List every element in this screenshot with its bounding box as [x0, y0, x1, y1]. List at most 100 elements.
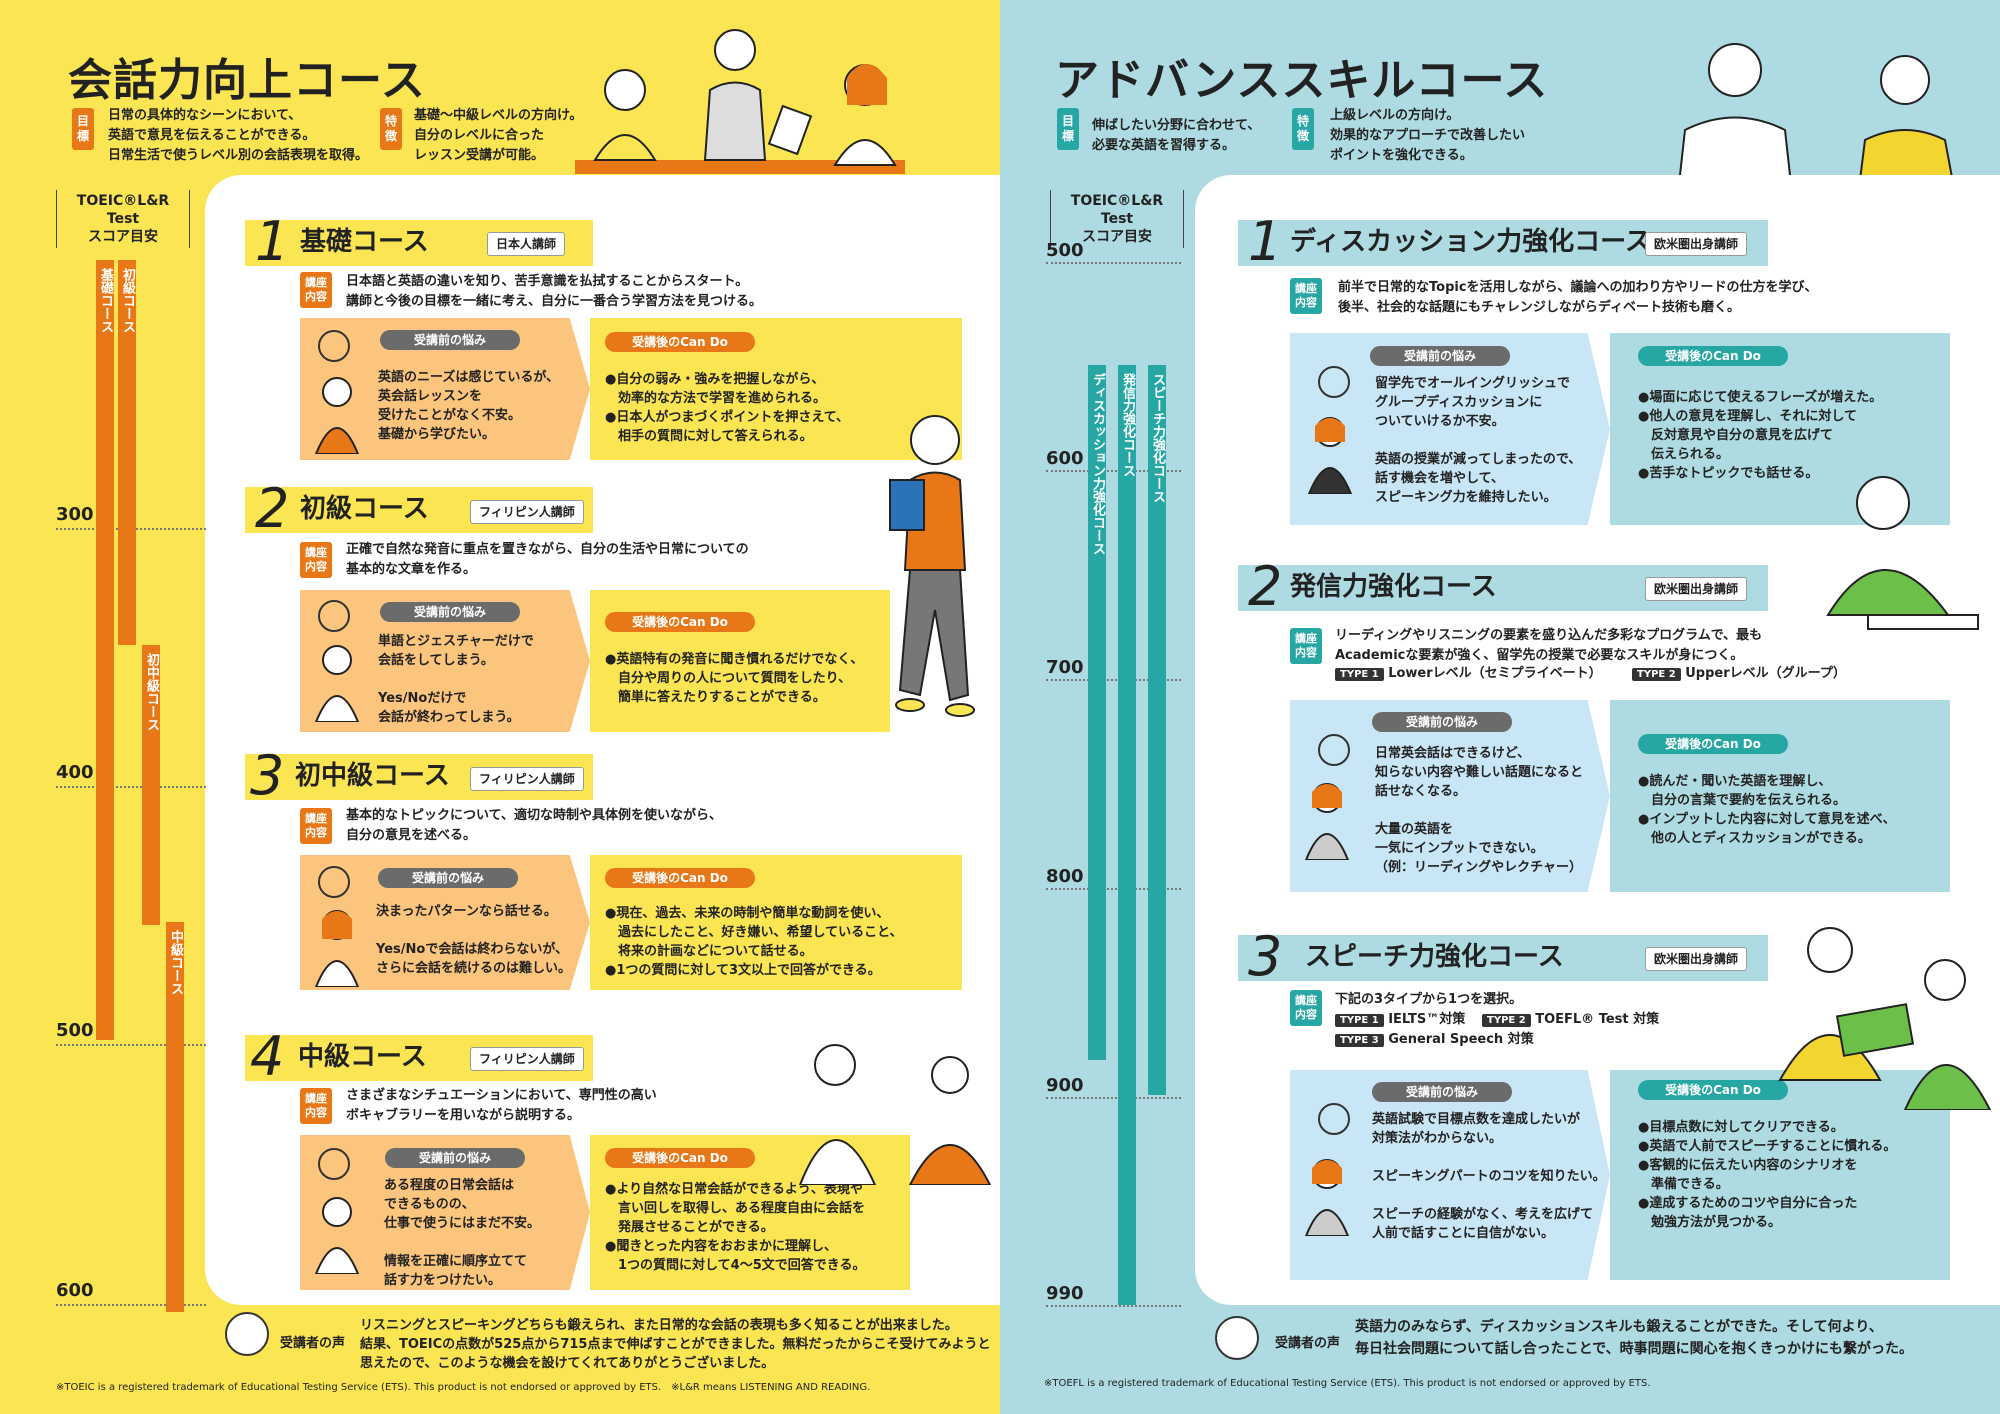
after-label: 受講後のCan Do	[1638, 1080, 1788, 1100]
course-description: 前半で日常的なTopicを活用しながら、議論への加わり方やリードの仕方を学び、後…	[1338, 280, 1818, 315]
level-bar-speech: スピーチ力強化コース	[1148, 365, 1166, 1095]
right-score-500: 500	[1046, 240, 1084, 261]
after-text: ●自分の弱み・強みを把握しながら、 効率的な方法で学習を進められる。●日本人がつ…	[605, 372, 850, 444]
voice-text: 英語力のみならず、ディスカッションスキルも鍛えることができた。そして何より、毎日…	[1355, 1319, 1914, 1357]
after-label: 受講後のCan Do	[605, 612, 755, 632]
before-label: 受講前の悩み	[380, 602, 520, 622]
instructor-badge: フィリピン人講師	[470, 767, 584, 791]
instructor-badge: 欧米圏出身講師	[1645, 947, 1748, 971]
voice-text: リスニングとスピーキングどちらも鍛えられ、また日常的な会話の表現も多く知ることが…	[360, 1318, 991, 1371]
voice-avatar	[1215, 1316, 1259, 1360]
score-divider	[1046, 262, 1181, 264]
level-bar-chukyu: 中級コース	[166, 922, 184, 1312]
worry-icon	[318, 600, 350, 632]
level-bar-shokyu: 初級コース	[118, 260, 136, 645]
studying-man-illustration	[1826, 476, 1979, 630]
course-content-tag: 講座内容	[300, 272, 332, 308]
score-divider	[1046, 1097, 1181, 1099]
type-row: TYPE 1 IELTS™対策	[1335, 1010, 1465, 1031]
course-number: 3	[250, 744, 285, 807]
after-label: 受講後のCan Do	[1638, 734, 1788, 754]
course-number: 1	[255, 210, 290, 273]
course-number: 3	[1248, 925, 1283, 988]
instructor-badge: 欧米圏出身講師	[1645, 577, 1748, 601]
course-title: スピーチ力強化コース	[1305, 942, 1564, 972]
instructor-badge: フィリピン人講師	[470, 500, 584, 524]
level-bar-kiso: 基礎コース	[96, 260, 114, 1040]
course-title: 初中級コース	[295, 761, 450, 791]
student-avatar	[310, 905, 364, 988]
course-number: 1	[1248, 210, 1283, 273]
level-bar-discussion: ディスカッション力強化コース	[1088, 365, 1106, 1060]
course-content-tag: 講座内容	[1290, 278, 1322, 314]
after-text: ●英語特有の発音に聞き慣れるだけでなく、 自分や周りの人について質問をしたり、 …	[605, 652, 864, 705]
before-box	[1290, 700, 1610, 892]
before-label: 受講前の悩み	[380, 330, 520, 350]
worry-icon	[1318, 734, 1350, 766]
before-text: ある程度の日常会話はできるものの、仕事で使うにはまだ不安。 情報を正確に順序立て…	[384, 1178, 541, 1288]
left-feature-text: 基礎〜中級レベルの方向け。自分のレベルに合ったレッスン受講が可能。	[414, 108, 583, 163]
level-bar-shochukyu: 初中級コース	[142, 645, 160, 925]
instructor-badge: フィリピン人講師	[470, 1047, 584, 1071]
course-number: 2	[255, 477, 290, 540]
type-badge: TYPE 3	[1335, 1034, 1384, 1047]
worry-icon	[318, 330, 350, 362]
discussion-illustration	[1778, 927, 1992, 1110]
left-footnote: ※TOEIC is a registered trademark of Educ…	[56, 1382, 871, 1393]
student-avatar	[1300, 778, 1354, 861]
right-footnote: ※TOEFL is a registered trademark of Educ…	[1044, 1378, 1651, 1389]
left-score-600: 600	[56, 1280, 94, 1301]
feature-tag: 特徴	[1292, 108, 1314, 150]
before-box	[1290, 1070, 1610, 1280]
after-label: 受講後のCan Do	[605, 868, 755, 888]
goal-tag: 目標	[72, 108, 94, 150]
before-label: 受講前の悩み	[1372, 712, 1512, 732]
before-text: 英語試験で目標点数を達成したいが対策法がわからない。 スピーキングパートのコツを…	[1372, 1112, 1606, 1241]
type-badge: TYPE 1	[1335, 1014, 1384, 1027]
level-bar-hasshin: 発信力強化コース	[1118, 365, 1136, 1305]
course-content-tag: 講座内容	[1290, 628, 1322, 664]
after-text: ●目標点数に対してクリアできる。●英語で人前でスピーチすることに慣れる。●客観的…	[1638, 1120, 1897, 1230]
type-badge: TYPE 1	[1335, 668, 1384, 681]
student-avatar	[1303, 412, 1357, 495]
score-divider	[1046, 1305, 1181, 1307]
instructor-badge: 欧米圏出身講師	[1645, 232, 1748, 256]
after-box	[1610, 1070, 1950, 1280]
after-text: ●読んだ・聞いた英語を理解し、 自分の言葉で要約を伝えられる。●インプットした内…	[1638, 774, 1896, 846]
left-goal-text: 日常の具体的なシーンにおいて、英語で意見を伝えることができる。日常生活で使うレベ…	[108, 108, 369, 163]
before-text: 日常英会話はできるけど、知らない内容や難しい話題になると話せなくなる。 大量の英…	[1375, 746, 1584, 875]
before-label: 受講前の悩み	[1372, 1082, 1512, 1102]
score-divider	[56, 1044, 206, 1046]
right-score-600: 600	[1046, 448, 1084, 469]
type-row: TYPE 2 TOEFL® Test 対策	[1482, 1010, 1659, 1031]
before-text: 決まったパターンなら話せる。 Yes/Noで会話は終わらないが、さらに会話を続け…	[376, 904, 572, 976]
right-feature-text: 上級レベルの方向け。効果的なアプローチで改善したいポイントを強化できる。	[1330, 108, 1526, 163]
score-divider	[56, 1304, 206, 1306]
instructor-badge: 日本人講師	[487, 232, 566, 256]
after-label: 受講後のCan Do	[605, 332, 755, 352]
type-badge: TYPE 2	[1482, 1014, 1531, 1027]
before-text: 単語とジェスチャーだけで会話をしてしまう。 Yes/Noだけで会話が終わってしま…	[378, 634, 534, 725]
left-score-500: 500	[56, 1020, 94, 1041]
student-avatar	[310, 1192, 364, 1275]
right-score-800: 800	[1046, 866, 1084, 887]
score-divider	[1046, 470, 1181, 472]
course-description: さまざまなシチュエーションにおいて、専門性の高いボキャブラリーを用いながら説明す…	[346, 1088, 657, 1123]
right-score-900: 900	[1046, 1075, 1084, 1096]
right-title: アドバンススキルコース	[1055, 55, 1549, 106]
course-description: 下記の3タイプから1つを選択。	[1335, 992, 1523, 1007]
student-avatar	[1300, 1154, 1354, 1237]
after-text: ●場面に応じて使えるフレーズが増えた。●他人の意見を理解し、それに対して 反対意…	[1638, 390, 1883, 481]
right-goal-text: 伸ばしたい分野に合わせて、必要な英語を習得する。	[1092, 118, 1261, 153]
course-number: 4	[250, 1025, 285, 1088]
type-row: TYPE 3 General Speech 対策	[1335, 1030, 1534, 1051]
after-text: ●現在、過去、未来の時制や簡単な動詞を使い、 過去にしたこと、好き嫌い、希望して…	[605, 906, 903, 978]
voice-avatar	[225, 1312, 269, 1356]
before-label: 受講前の悩み	[378, 868, 518, 888]
before-text: 留学先でオールイングリッシュでグループディスカッションについていけるか不安。 英…	[1375, 376, 1582, 505]
goal-tag: 目標	[1057, 108, 1079, 150]
left-score-400: 400	[56, 762, 94, 783]
after-box	[1610, 700, 1950, 892]
worry-icon	[1318, 366, 1350, 398]
